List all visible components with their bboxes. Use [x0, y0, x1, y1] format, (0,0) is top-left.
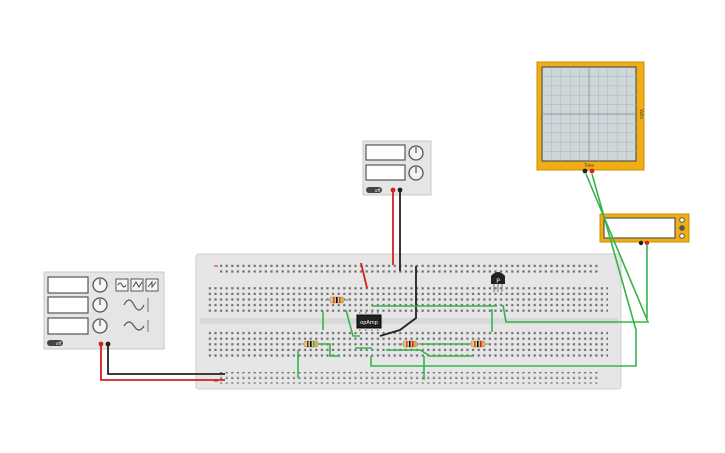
top-rail-1	[220, 262, 600, 268]
bottom-rail-2	[220, 378, 600, 384]
fg-terminal-positive[interactable]	[98, 341, 104, 347]
opamp-label: opAmp	[360, 320, 378, 326]
multimeter-display	[603, 217, 676, 239]
fg-terminal-negative[interactable]	[105, 341, 111, 347]
oscilloscope[interactable]: Time Volts	[536, 61, 645, 174]
ps-off-label: off	[375, 188, 380, 193]
wire-fg-negative[interactable]	[107, 346, 225, 375]
green-wires[interactable]	[297, 173, 650, 380]
resistor[interactable]	[398, 340, 422, 348]
dc-power-supply[interactable]: off	[362, 140, 432, 196]
resistor[interactable]	[300, 340, 322, 348]
resistor[interactable]	[325, 296, 350, 304]
multimeter-mode-r[interactable]	[679, 233, 685, 239]
wire-opamp-in[interactable]	[345, 309, 360, 337]
multimeter-probe-com[interactable]	[638, 240, 644, 246]
top-rail-2	[220, 268, 600, 274]
fg-display-2	[47, 296, 89, 314]
transistor-label: P	[496, 278, 500, 285]
oscilloscope-volts-label: Volts	[639, 109, 644, 119]
wire-black-jumper[interactable]	[379, 266, 417, 337]
fg-display-1	[47, 276, 89, 294]
multimeter[interactable]	[599, 213, 690, 246]
offset-diagram	[123, 321, 145, 331]
breadboard[interactable]	[195, 253, 622, 390]
opamp-body	[356, 314, 382, 329]
transistor-body	[491, 272, 505, 284]
multimeter-probe-v[interactable]	[644, 240, 650, 246]
wire-lower-link[interactable]	[386, 349, 472, 357]
terminal-block-upper	[208, 284, 608, 312]
fg-display-3	[47, 317, 89, 335]
function-generator[interactable]: off	[43, 271, 165, 350]
transistor[interactable]: P	[491, 272, 505, 292]
amplitude-diagram	[123, 299, 145, 311]
wire-scope-negative[interactable]	[502, 173, 650, 323]
wire-scope-positive[interactable]	[370, 173, 637, 367]
fg-off-label: off	[56, 341, 61, 346]
scope-probe-positive[interactable]	[589, 168, 595, 174]
scope-probe-negative[interactable]	[582, 168, 588, 174]
opamp-chip[interactable]: opAmp	[356, 312, 382, 331]
oscilloscope-time-label: Time	[583, 163, 594, 168]
wire-res1-link[interactable]	[318, 343, 340, 357]
wire-fg-positive[interactable]	[100, 346, 225, 381]
wire-red-jumper[interactable]	[360, 262, 368, 289]
center-channel	[200, 318, 618, 324]
bottom-rail-1	[220, 372, 600, 378]
multimeter-mode-a[interactable]	[679, 217, 685, 223]
triangle-wave-icon[interactable]	[130, 278, 144, 292]
fg-power-toggle[interactable]	[47, 340, 63, 346]
multimeter-mode-v[interactable]	[679, 225, 685, 231]
ps-terminal-positive[interactable]	[390, 187, 396, 193]
opamp-pins	[359, 312, 379, 331]
ps-terminal-negative[interactable]	[397, 187, 403, 193]
ps-voltage-display	[365, 144, 406, 161]
ps-power-toggle[interactable]	[366, 187, 382, 193]
resistor[interactable]	[466, 340, 490, 348]
ps-current-display	[365, 164, 406, 181]
